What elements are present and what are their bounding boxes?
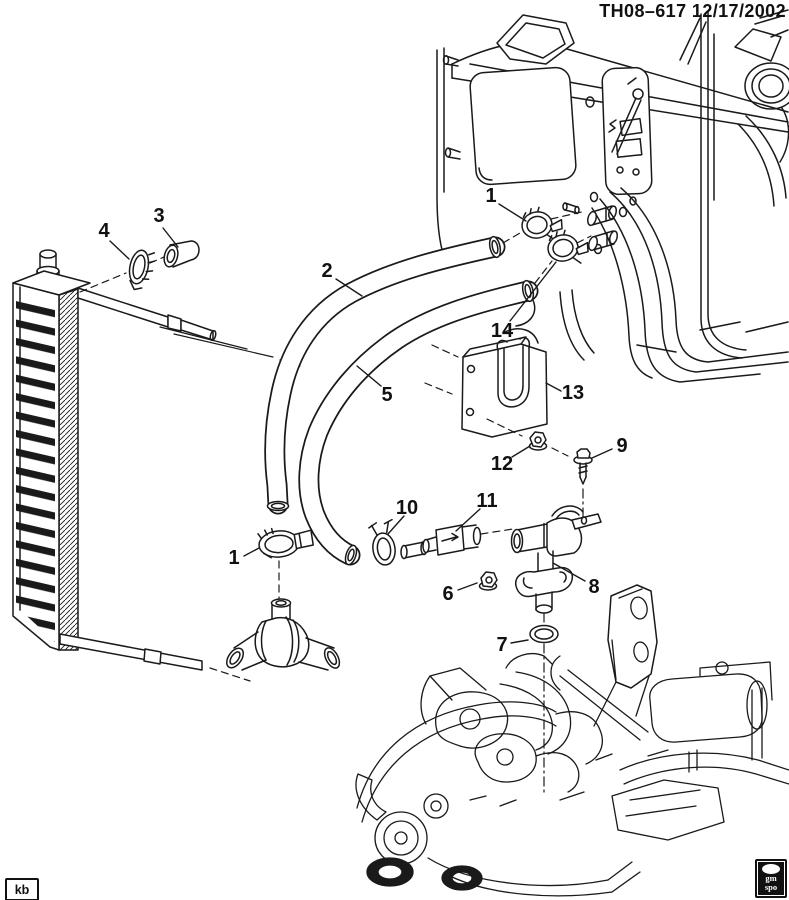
quick-connect-11-art xyxy=(422,524,514,556)
callout-11: 11 xyxy=(476,490,498,512)
clamp-1-bottom-art xyxy=(257,527,314,600)
clamp-10-art xyxy=(368,518,428,566)
leader-lines xyxy=(109,203,613,644)
kb-badge-label: kb xyxy=(14,882,30,897)
bracket-13-art xyxy=(424,336,548,438)
callout-2: 2 xyxy=(321,260,333,282)
callout-6: 6 xyxy=(442,583,454,605)
gm-spo-logo: gm spo xyxy=(755,859,787,898)
gm-spo-logo-inner: gm spo xyxy=(757,861,785,896)
valve-8-art xyxy=(510,505,602,796)
callout-3: 3 xyxy=(153,205,165,227)
callout-12: 12 xyxy=(490,453,514,475)
callout-4: 4 xyxy=(98,220,110,242)
callout-1a: 1 xyxy=(485,185,497,207)
gm-oval-icon xyxy=(762,864,780,874)
callout-8: 8 xyxy=(588,576,600,598)
tee-connector-art xyxy=(225,598,341,671)
clamp-14-art xyxy=(534,229,592,284)
callout-7: 7 xyxy=(496,634,508,656)
nut-12-art xyxy=(486,418,569,457)
callout-13: 13 xyxy=(561,382,585,404)
drawing-number: TH08–617 12/17/2002 xyxy=(599,1,786,21)
engine-art xyxy=(355,584,789,897)
screw-9-art xyxy=(573,448,593,519)
callout-14: 14 xyxy=(490,320,514,342)
callout-5: 5 xyxy=(381,384,393,406)
gm-logo-text-gm: gm xyxy=(765,873,777,883)
gm-logo-text-spo: spo xyxy=(764,882,778,893)
nut-6-art xyxy=(478,571,498,591)
kb-badge: kb xyxy=(5,878,39,900)
callout-10: 10 xyxy=(395,497,419,519)
hose-5-art xyxy=(298,279,539,566)
firewall-art xyxy=(436,9,789,383)
callout-9: 9 xyxy=(616,435,628,457)
seal-7-art xyxy=(529,624,559,644)
radiator-art xyxy=(12,249,301,682)
hose-2-art xyxy=(264,235,506,515)
callout-1b: 1 xyxy=(228,547,240,569)
cap-3-and-clamp-4-art xyxy=(79,240,200,293)
